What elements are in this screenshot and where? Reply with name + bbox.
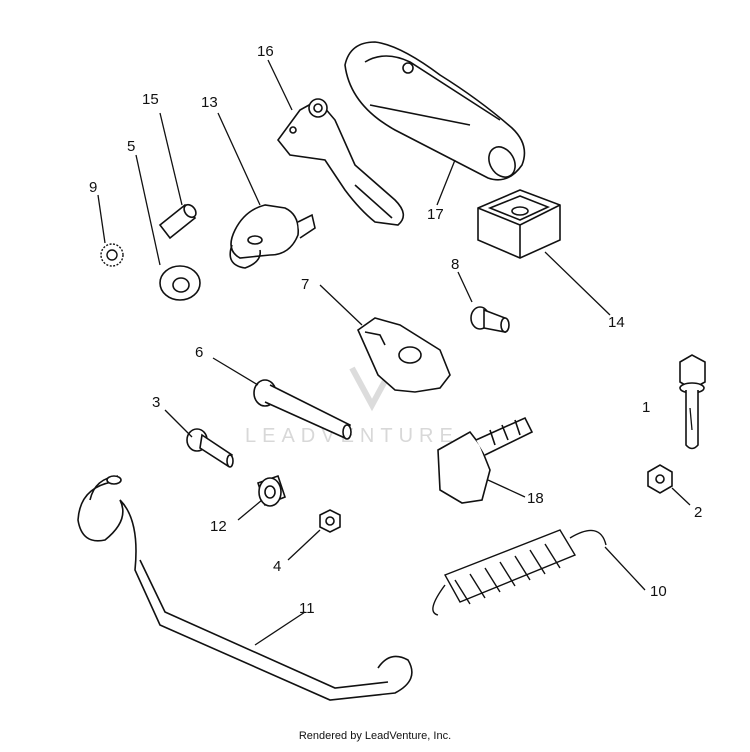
part-15-pin[interactable]: [158, 202, 198, 240]
part-1-bolt[interactable]: [679, 354, 706, 450]
callout-17: 17: [427, 206, 444, 223]
part-5-washer[interactable]: [159, 265, 201, 301]
footer-credit: Rendered by LeadVenture, Inc.: [298, 730, 452, 742]
part-14-block[interactable]: [477, 189, 561, 259]
part-2-lock-nut[interactable]: [647, 464, 673, 494]
callout-5: 5: [127, 138, 135, 155]
callout-16: 16: [257, 43, 274, 60]
callout-2: 2: [694, 504, 702, 521]
callout-6: 6: [195, 344, 203, 361]
callout-3: 3: [152, 394, 160, 411]
callout-numbers: 1 2 3 4 5 6 7 8 9 10 11 12 13 14 15 16 1…: [89, 43, 702, 617]
part-13-pivot-bracket[interactable]: [229, 204, 316, 269]
callout-7: 7: [301, 276, 309, 293]
part-3-shoulder-bolt[interactable]: [186, 428, 234, 468]
part-11-rod[interactable]: [77, 475, 413, 701]
callout-18: 18: [527, 490, 544, 507]
watermark-text: LEADVENTURE: [245, 425, 459, 447]
part-4-hex-nut[interactable]: [319, 509, 341, 533]
callout-10: 10: [650, 583, 667, 600]
part-8-shoulder-bolt[interactable]: [470, 306, 510, 333]
callout-15: 15: [142, 91, 159, 108]
callout-8: 8: [451, 256, 459, 273]
callout-4: 4: [273, 558, 281, 575]
part-18-knob[interactable]: [437, 416, 534, 504]
part-6-long-bolt[interactable]: [253, 379, 352, 440]
leader-lines: [97, 59, 693, 646]
part-9-serrated-nut[interactable]: [100, 243, 124, 267]
part-17-handle-grip[interactable]: [344, 41, 526, 182]
part-16-lever[interactable]: [276, 98, 405, 226]
part-12-spacer[interactable]: [257, 474, 286, 507]
part-10-spring[interactable]: [432, 529, 607, 616]
callout-12: 12: [210, 518, 227, 535]
callout-9: 9: [89, 179, 97, 196]
callout-11: 11: [299, 600, 315, 617]
callout-13: 13: [201, 94, 218, 111]
part-7-pivot-arm[interactable]: [357, 317, 451, 393]
callout-1: 1: [642, 399, 650, 416]
callout-14: 14: [608, 314, 625, 331]
